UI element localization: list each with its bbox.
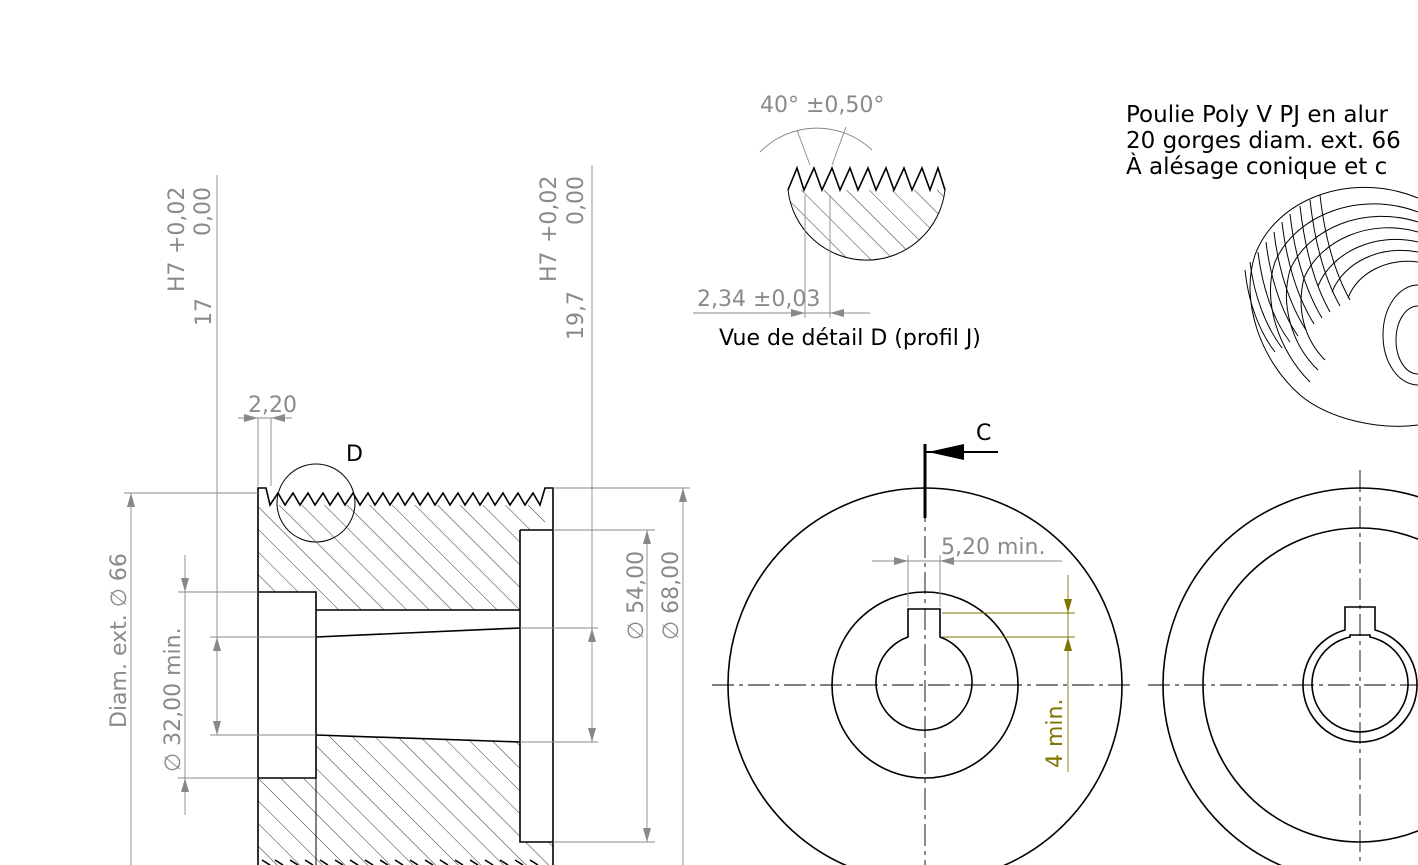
bore-min-label: ∅ 32,00 min. <box>161 627 186 772</box>
groove-width-label: 2,20 <box>248 393 297 418</box>
detail-pitch-label: 2,34 ±0,03 <box>697 287 820 312</box>
detail-angle-label: 40° ±0,50° <box>760 93 884 118</box>
title-note: Poulie Poly V PJ en alur 20 gorges diam.… <box>1126 102 1401 180</box>
title-line-3: À alésage conique et c <box>1126 152 1387 180</box>
key-depth-label: 4 min. <box>1043 699 1068 768</box>
diam-54-label: ∅ 54,00 <box>624 551 649 640</box>
rear-view <box>1148 470 1418 865</box>
diam-ext-label: Diam. ext. ∅ 66 <box>107 553 132 728</box>
diam-68-label: ∅ 68,00 <box>659 551 684 640</box>
detail-view-d: 40° ±0,50° 2,34 ±0,03 Vue de détail D (p… <box>693 93 981 351</box>
left-tol-upper: +0,02 <box>165 187 190 254</box>
title-line-2: 20 gorges diam. ext. 66 <box>1126 128 1401 154</box>
front-view: C 5,20 min. 4 min. <box>712 421 1135 865</box>
left-tol-fit: H7 <box>165 261 190 292</box>
right-tol-upper: +0,02 <box>537 176 562 243</box>
left-tol-lower: 0,00 <box>191 187 216 236</box>
left-tol-nominal: 17 <box>192 298 217 326</box>
section-marker-c: C <box>976 421 991 446</box>
right-tol-lower: 0,00 <box>564 176 589 225</box>
right-tol-nominal: 19,7 <box>564 291 589 340</box>
section-view: D 2,20 17 H7 +0,02 0,00 19,7 <box>107 165 690 865</box>
detail-caption: Vue de détail D (profil J) <box>719 326 981 351</box>
key-width-label: 5,20 min. <box>941 535 1045 560</box>
detail-marker-d: D <box>346 442 363 467</box>
right-tol-fit: H7 <box>537 251 562 282</box>
title-line-1: Poulie Poly V PJ en alur <box>1126 102 1388 128</box>
isometric-view <box>1244 186 1418 427</box>
